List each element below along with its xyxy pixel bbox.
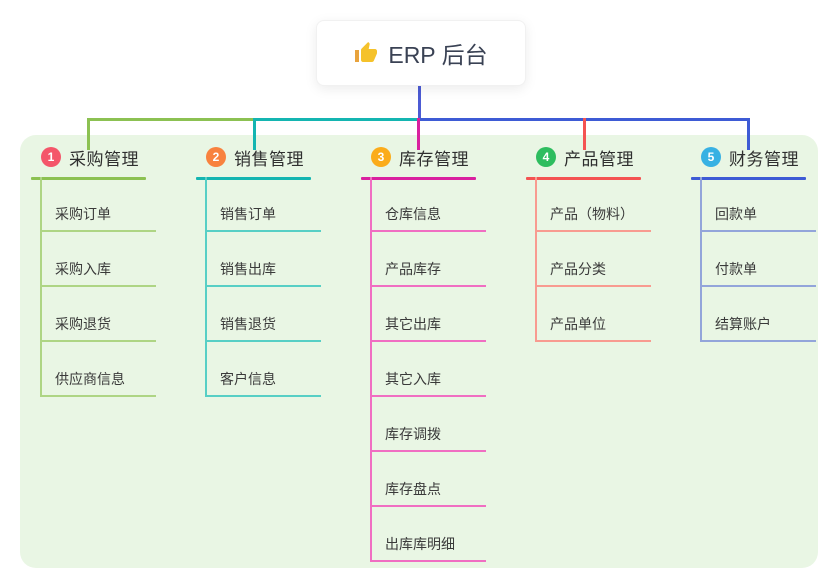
child-label: 销售订单 (220, 206, 276, 222)
node-other-inbound[interactable]: 其它入库 (370, 370, 486, 397)
node-sales-outbound[interactable]: 销售出库 (205, 260, 321, 287)
child-label: 采购入库 (55, 261, 111, 277)
topic-purchase[interactable]: 1 采购管理 (41, 143, 181, 171)
node-sales-return[interactable]: 销售退货 (205, 315, 321, 342)
branch-purchase: 1 采购管理 采购订单 采购入库 采购退货 供应商信息 (31, 143, 181, 397)
child-label: 产品单位 (550, 316, 606, 332)
child-label: 销售出库 (220, 261, 276, 277)
node-outbound-detail[interactable]: 出库库明细 (370, 535, 486, 562)
child-label: 客户信息 (220, 371, 276, 387)
connector-drop-sales (253, 118, 256, 150)
connector-horizontal-sales (253, 118, 419, 121)
connector-root-vertical (418, 84, 421, 121)
connector-drop-product (583, 118, 586, 150)
connector-drop-finance (747, 118, 750, 150)
node-product-stock[interactable]: 产品库存 (370, 260, 486, 287)
topic-label: 库存管理 (399, 149, 469, 169)
badge-3: 3 (371, 147, 391, 167)
topic-finance[interactable]: 5 财务管理 (701, 143, 839, 171)
child-label: 产品库存 (385, 261, 441, 277)
children-connector (535, 177, 537, 341)
node-purchase-inbound[interactable]: 采购入库 (40, 260, 156, 287)
topic-product[interactable]: 4 产品管理 (536, 143, 676, 171)
badge-4: 4 (536, 147, 556, 167)
topic-underline (31, 177, 146, 180)
child-label: 产品分类 (550, 261, 606, 277)
topic-underline (196, 177, 311, 180)
topic-underline (526, 177, 641, 180)
node-purchase-order[interactable]: 采购订单 (40, 205, 156, 232)
child-label: 库存盘点 (385, 481, 441, 497)
topic-label: 产品管理 (564, 149, 634, 169)
child-label: 销售退货 (220, 316, 276, 332)
topic-underline (691, 177, 806, 180)
node-payment-doc[interactable]: 付款单 (700, 260, 816, 287)
connector-drop-purchase (87, 118, 90, 150)
child-label: 回款单 (715, 206, 757, 222)
child-label: 采购订单 (55, 206, 111, 222)
topic-sales[interactable]: 2 销售管理 (206, 143, 346, 171)
thumbs-up-icon (354, 41, 378, 65)
node-settlement-account[interactable]: 结算账户 (700, 315, 816, 342)
child-label: 供应商信息 (55, 371, 125, 387)
badge-2: 2 (206, 147, 226, 167)
topic-label: 财务管理 (729, 149, 799, 169)
branch-inventory: 3 库存管理 仓库信息 产品库存 其它出库 其它入库 库存调拨 库存盘点 出库库… (361, 143, 511, 562)
child-label: 结算账户 (715, 316, 771, 332)
child-label: 库存调拨 (385, 426, 441, 442)
connector-horizontal-purchase (87, 118, 253, 121)
child-label: 产品（物料） (550, 206, 634, 222)
node-other-outbound[interactable]: 其它出库 (370, 315, 486, 342)
child-label: 其它入库 (385, 371, 441, 387)
child-label: 仓库信息 (385, 206, 441, 222)
child-label: 采购退货 (55, 316, 111, 332)
badge-1: 1 (41, 147, 61, 167)
branch-sales: 2 销售管理 销售订单 销售出库 销售退货 客户信息 (196, 143, 346, 397)
node-warehouse-info[interactable]: 仓库信息 (370, 205, 486, 232)
node-stock-check[interactable]: 库存盘点 (370, 480, 486, 507)
topic-inventory[interactable]: 3 库存管理 (371, 143, 511, 171)
connector-drop-inventory (417, 118, 420, 150)
node-purchase-return[interactable]: 采购退货 (40, 315, 156, 342)
root-node[interactable]: ERP 后台 (316, 20, 526, 86)
topic-underline (361, 177, 476, 180)
node-product-unit[interactable]: 产品单位 (535, 315, 651, 342)
child-label: 出库库明细 (385, 536, 455, 552)
branch-product: 4 产品管理 产品（物料） 产品分类 产品单位 (526, 143, 676, 342)
branches-panel (20, 135, 818, 568)
children-connector (370, 177, 372, 561)
node-product-category[interactable]: 产品分类 (535, 260, 651, 287)
branch-finance: 5 财务管理 回款单 付款单 结算账户 (691, 143, 839, 342)
node-customer-info[interactable]: 客户信息 (205, 370, 321, 397)
topic-label: 采购管理 (69, 149, 139, 169)
children-connector (700, 177, 702, 341)
node-receipt-doc[interactable]: 回款单 (700, 205, 816, 232)
child-label: 付款单 (715, 261, 757, 277)
node-supplier-info[interactable]: 供应商信息 (40, 370, 156, 397)
node-stock-transfer[interactable]: 库存调拨 (370, 425, 486, 452)
node-product-material[interactable]: 产品（物料） (535, 205, 651, 232)
node-sales-order[interactable]: 销售订单 (205, 205, 321, 232)
child-label: 其它出库 (385, 316, 441, 332)
badge-5: 5 (701, 147, 721, 167)
topic-label: 销售管理 (234, 149, 304, 169)
root-label: ERP 后台 (388, 42, 488, 68)
